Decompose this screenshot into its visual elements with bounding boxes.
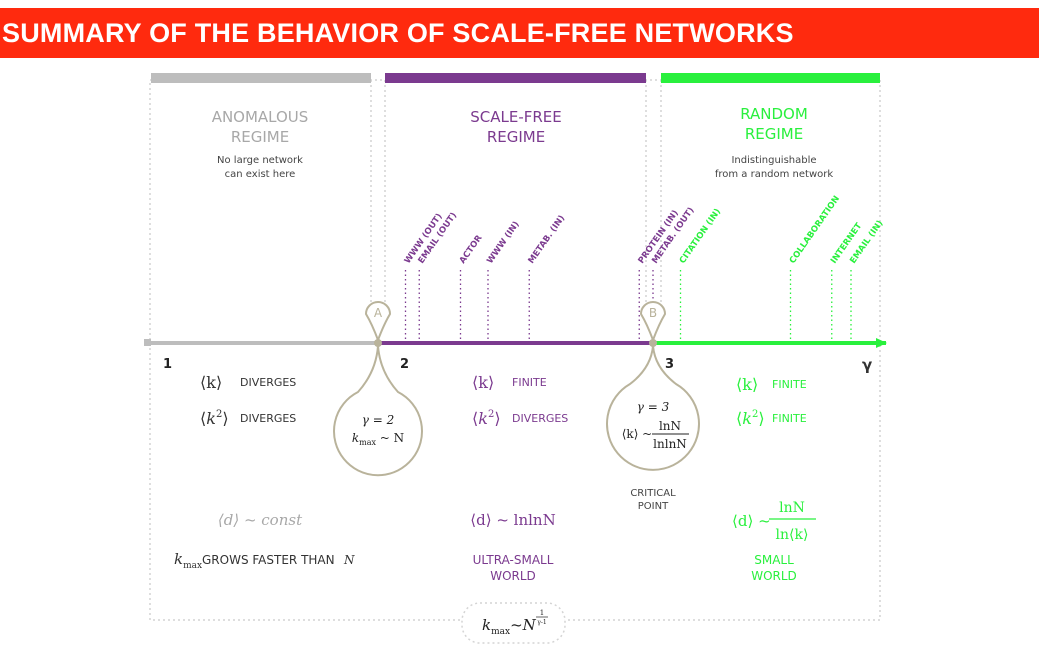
random-desc: Indistinguishable bbox=[731, 155, 816, 166]
random-distance-num: lnN bbox=[779, 500, 805, 516]
random-header-bar bbox=[661, 73, 880, 83]
network-label: WWW (IN) bbox=[485, 220, 521, 266]
kmax-formula-frame bbox=[461, 602, 566, 644]
anomalous-distance: ⟨d⟩ ~ const bbox=[218, 511, 303, 529]
scale-free-distance: ⟨d⟩ ~ lnlnN bbox=[470, 511, 555, 529]
ultra-small-world-label-2: WORLD bbox=[490, 569, 536, 583]
random-distance-prefix: ⟨d⟩ ~ bbox=[732, 512, 771, 530]
point-a-gamma: γ = 2 bbox=[362, 413, 395, 427]
anomalous-k2-status: DIVERGES bbox=[240, 412, 296, 425]
kmax-formula-box: kmax~N 1 γ-1 bbox=[461, 602, 566, 644]
anomalous-k: ⟨k⟩ bbox=[200, 373, 222, 392]
anomalous-k-status: DIVERGES bbox=[240, 376, 296, 389]
random-title-2: REGIME bbox=[745, 125, 803, 143]
scale-free-k2: ⟨k2⟩ bbox=[472, 409, 501, 428]
random-k2-status: FINITE bbox=[772, 412, 807, 425]
point-b: B γ = 3 ⟨k⟩ ~ lnN lnlnN CRITICAL POINT bbox=[606, 301, 700, 512]
point-b-pin bbox=[639, 301, 667, 343]
scale-free-properties: ⟨k⟩ FINITE ⟨k2⟩ DIVERGES ⟨d⟩ ~ lnlnN ULT… bbox=[470, 373, 568, 583]
point-b-gamma: γ = 3 bbox=[637, 400, 670, 414]
title-banner: SUMMARY OF THE BEHAVIOR OF SCALE-FREE NE… bbox=[0, 8, 1039, 58]
random-desc-2: from a random network bbox=[715, 169, 834, 180]
anomalous-title: ANOMALOUS bbox=[212, 108, 309, 126]
small-world-label: SMALL bbox=[754, 553, 794, 567]
random-k: ⟨k⟩ bbox=[736, 375, 758, 394]
point-b-frac-den: lnlnN bbox=[653, 437, 687, 451]
anomalous-properties: ⟨k⟩ DIVERGES ⟨k2⟩ DIVERGES ⟨d⟩ ~ const k… bbox=[174, 373, 355, 571]
axis-tick-3: 3 bbox=[665, 357, 674, 372]
critical-point-label: CRITICAL bbox=[630, 488, 676, 499]
point-b-node bbox=[649, 339, 657, 347]
anomalous-header-bar bbox=[151, 73, 371, 83]
point-a-kmax: kmax ~ N bbox=[352, 431, 404, 447]
kmax-exponent-den: γ-1 bbox=[537, 619, 546, 626]
anomalous-kmax-text: GROWS FASTER THAN bbox=[202, 553, 335, 567]
kmax-exponent-num: 1 bbox=[540, 609, 544, 617]
random-properties: ⟨k⟩ FINITE ⟨k2⟩ FINITE ⟨d⟩ ~ lnN ln⟨k⟩ S… bbox=[732, 375, 816, 583]
random-k2: ⟨k2⟩ bbox=[736, 409, 765, 428]
point-b-balloon bbox=[606, 345, 700, 471]
axis-label-gamma: γ bbox=[862, 356, 872, 374]
point-a-node bbox=[374, 339, 382, 347]
scale-free-k2-status: DIVERGES bbox=[512, 412, 568, 425]
anomalous-k2: ⟨k2⟩ bbox=[200, 409, 229, 428]
scale-free-k: ⟨k⟩ bbox=[472, 373, 494, 392]
point-b-frac-num: lnN bbox=[659, 419, 681, 433]
axis-tick-2: 2 bbox=[400, 357, 409, 372]
point-a-pin bbox=[364, 301, 392, 343]
network-label: ACTOR bbox=[458, 233, 485, 266]
kmax-formula: kmax~N bbox=[482, 616, 537, 637]
point-a-balloon bbox=[333, 345, 423, 477]
random-title: RANDOM bbox=[740, 105, 808, 123]
scale-free-header-bar bbox=[385, 73, 646, 83]
page-title: SUMMARY OF THE BEHAVIOR OF SCALE-FREE NE… bbox=[2, 18, 794, 48]
small-world-label-2: WORLD bbox=[751, 569, 797, 583]
critical-point-label-2: POINT bbox=[638, 501, 669, 512]
scale-free-title-2: REGIME bbox=[487, 128, 545, 146]
point-b-k-avg: ⟨k⟩ ~ bbox=[622, 427, 653, 441]
random-k-status: FINITE bbox=[772, 378, 807, 391]
anomalous-desc: No large network bbox=[217, 155, 303, 166]
axis-start-marker bbox=[144, 339, 151, 346]
point-a: A γ = 2 kmax ~ N bbox=[333, 301, 423, 477]
anomalous-desc-2: can exist here bbox=[225, 169, 296, 180]
anomalous-kmax-n: N bbox=[343, 553, 355, 567]
axis-tick-1: 1 bbox=[163, 357, 172, 372]
point-a-label: A bbox=[374, 306, 383, 320]
point-b-label: B bbox=[649, 306, 657, 320]
random-distance-den: ln⟨k⟩ bbox=[776, 527, 809, 543]
anomalous-kmax: kmax bbox=[174, 550, 202, 571]
scale-free-k-status: FINITE bbox=[512, 376, 547, 389]
network-label: METAB. (IN) bbox=[527, 213, 568, 265]
ultra-small-world-label: ULTRA-SMALL bbox=[473, 553, 554, 567]
scale-free-title: SCALE-FREE bbox=[470, 108, 562, 126]
anomalous-title-2: REGIME bbox=[231, 128, 289, 146]
